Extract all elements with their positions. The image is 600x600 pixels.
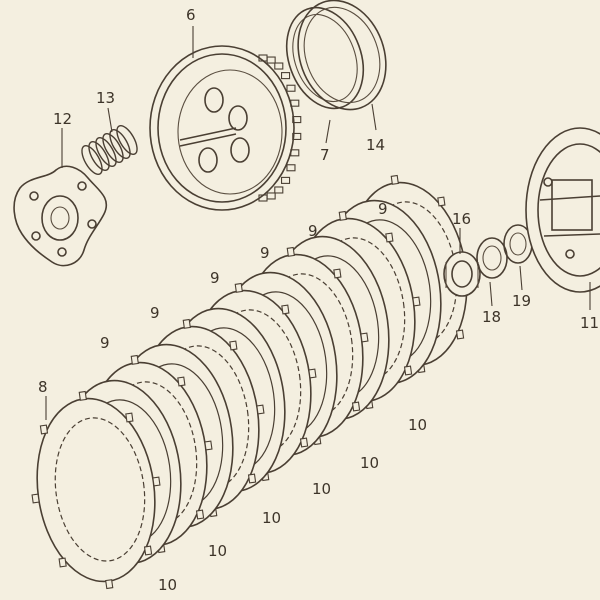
- label-part-8: 8: [38, 378, 48, 396]
- clutch-outer-part-6: [149, 45, 302, 211]
- clutch-disc-stack: [31, 174, 473, 590]
- clutch-center-part-11: [525, 127, 600, 293]
- washer-part-18: [476, 237, 508, 279]
- label-part-10: 10: [158, 576, 177, 594]
- leader-lines: [45, 26, 591, 420]
- label-part-9: 9: [150, 304, 160, 322]
- lifter-plate-part-12: [13, 165, 108, 267]
- part-labels: 6 7 14 13 12 16 18 19 11 8 9 9 9 9 9 9 1…: [38, 6, 599, 594]
- label-part-9: 9: [260, 244, 270, 262]
- label-part-9: 9: [210, 269, 220, 287]
- label-part-6: 6: [186, 6, 196, 24]
- label-part-10: 10: [262, 509, 281, 527]
- label-part-13: 13: [96, 89, 115, 107]
- label-part-16: 16: [452, 210, 471, 228]
- label-part-12: 12: [53, 110, 72, 128]
- label-part-18: 18: [482, 308, 501, 326]
- label-part-19: 19: [512, 292, 531, 310]
- label-part-7: 7: [320, 146, 330, 164]
- label-part-14: 14: [366, 136, 385, 154]
- label-part-9: 9: [378, 200, 388, 218]
- label-part-10: 10: [408, 416, 427, 434]
- ring-part-7: [285, 6, 365, 110]
- label-part-10: 10: [312, 480, 331, 498]
- ring-part-14: [297, 0, 387, 111]
- label-part-11: 11: [580, 314, 599, 332]
- label-part-10: 10: [360, 454, 379, 472]
- friction-disc-part-8: [31, 390, 161, 590]
- label-part-10: 10: [208, 542, 227, 560]
- spring-part-13: [81, 125, 138, 175]
- label-part-9: 9: [308, 222, 318, 240]
- label-part-9: 9: [100, 334, 110, 352]
- lock-nut-part-16: [443, 251, 481, 297]
